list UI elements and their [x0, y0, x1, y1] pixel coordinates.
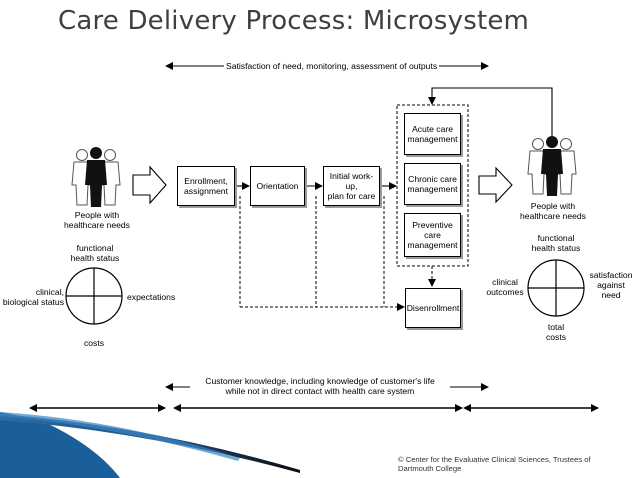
right-compass-left-line1: clinical	[492, 277, 518, 287]
left-compass-left: clinical, biological status	[2, 287, 64, 307]
left-compass-top-line2: health status	[70, 253, 120, 263]
right-compass-top-line1: functional	[537, 233, 575, 243]
left-compass-top-line1: functional	[76, 243, 114, 253]
orientation-box: Orientation	[250, 166, 305, 206]
people-left-label: People with healthcare needs	[62, 210, 132, 230]
preventive-care-box: Preventive care management	[404, 213, 461, 257]
top-arrow-label: Satisfaction of need, monitoring, assess…	[224, 61, 440, 71]
people-icon-right	[527, 136, 577, 196]
compass-left	[65, 267, 123, 325]
workup-box: Initial work-up, plan for care	[323, 166, 380, 206]
compass-right	[527, 259, 585, 317]
left-compass-left-line2: biological status	[2, 297, 64, 307]
enrollment-box: Enrollment, assignment	[177, 166, 235, 206]
workup-box-label: Initial work-up, plan for care	[327, 171, 376, 201]
left-compass-left-line1: clinical,	[35, 287, 64, 297]
right-compass-right-line1: satisfaction	[589, 270, 633, 280]
copyright-credit: © Center for the Evaluative Clinical Sci…	[398, 455, 591, 473]
right-compass-top: functional health status	[521, 233, 591, 253]
right-compass-bottom-line2: costs	[545, 332, 567, 342]
corner-swoosh-decoration	[0, 412, 300, 478]
chronic-care-box-label: Chronic care management	[407, 174, 458, 194]
people-left-label-line1: People with	[74, 210, 120, 220]
people-left-label-line2: healthcare needs	[64, 220, 130, 230]
feedback-loop-arrow	[428, 87, 553, 136]
chronic-care-box: Chronic care management	[404, 163, 461, 205]
right-compass-left-line2: outcomes	[486, 287, 524, 297]
bottom-arrow-label-line1: Customer knowledge, including knowledge …	[205, 376, 435, 386]
people-icon-left	[71, 147, 121, 207]
enrollment-box-label: Enrollment, assignment	[184, 176, 228, 196]
orientation-box-label: Orientation	[256, 181, 299, 191]
right-compass-bottom-line1: total	[547, 322, 565, 332]
preventive-care-box-label: Preventive care management	[407, 220, 458, 250]
people-right-label-line1: People with	[530, 201, 576, 211]
disenrollment-box-label: Disenrollment	[406, 303, 460, 313]
disenrollment-box: Disenrollment	[405, 288, 461, 328]
right-compass-bottom: total costs	[536, 322, 576, 342]
disenrollment-paths	[239, 196, 433, 308]
right-compass-right-line2: against	[597, 280, 625, 290]
left-compass-top: functional health status	[60, 243, 130, 263]
bottom-arrow-label: Customer knowledge, including knowledge …	[190, 376, 450, 396]
people-right-label: People with healthcare needs	[517, 201, 589, 221]
acute-care-box: Acute care management	[404, 113, 461, 155]
bottom-arrow-label-line2: while not in direct contact with health …	[225, 386, 415, 396]
right-compass-right: satisfaction against need	[586, 270, 636, 300]
left-compass-right: expectations	[127, 292, 176, 302]
left-compass-bottom: costs	[83, 338, 105, 348]
right-compass-right-line3: need	[601, 290, 621, 300]
slide-title: Care Delivery Process: Microsystem	[58, 6, 530, 36]
people-right-label-line2: healthcare needs	[520, 211, 586, 221]
left-hollow-arrow	[132, 165, 167, 205]
right-hollow-arrow	[478, 166, 513, 204]
right-compass-left: clinical outcomes	[484, 277, 526, 297]
right-compass-top-line2: health status	[531, 243, 581, 253]
acute-care-box-label: Acute care management	[407, 124, 458, 144]
